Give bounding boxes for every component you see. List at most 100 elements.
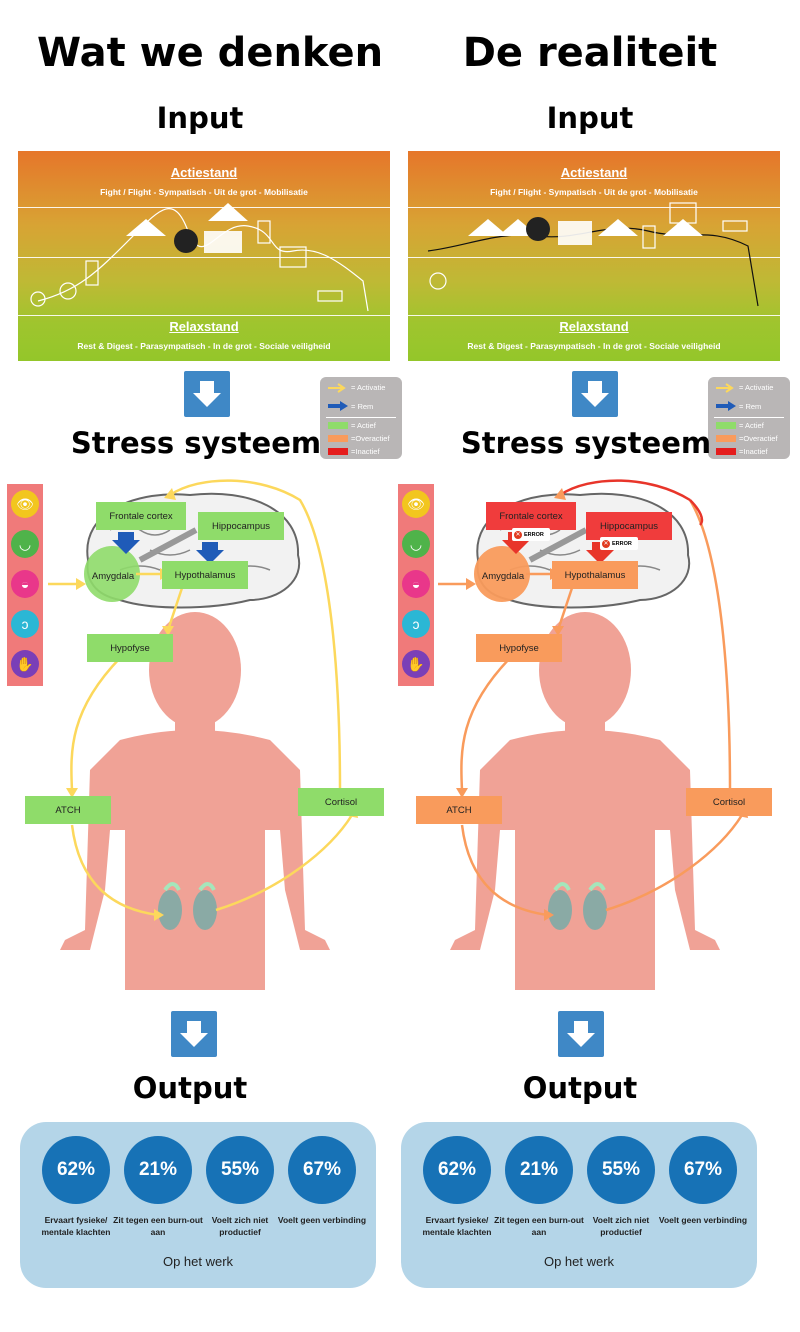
- input-box: Actiestand Fight / Flight - Sympatisch -…: [408, 151, 780, 361]
- divider-line: [408, 315, 780, 316]
- relaxstand-heading: Relaxstand: [169, 319, 239, 334]
- yellow-arrow-icon: [716, 382, 734, 393]
- node-cortisol: Cortisol: [686, 788, 772, 816]
- divider-line: [18, 257, 390, 258]
- hand-icon: ✋: [11, 650, 39, 678]
- stat-burnout: 21% Zit tegen een burn-out aan: [113, 1136, 203, 1238]
- legend-rem-label: = Rem: [739, 401, 762, 411]
- output-title: Output: [522, 1071, 638, 1105]
- legend: = Activatie = Rem = Actief =Overactief =…: [708, 377, 790, 459]
- output-box: 62% Ervaart fysieke/ mentale klachten 21%…: [20, 1122, 376, 1288]
- swatch: [328, 448, 348, 455]
- legend-inactief-label: =Inactief: [739, 447, 768, 456]
- stat-value: 62%: [423, 1136, 491, 1204]
- stat-klachten: 62% Ervaart fysieke/ mentale klachten: [42, 1136, 110, 1238]
- stat-verbinding: 67% Voelt geen verbinding: [659, 1136, 747, 1226]
- stat-productief: 55% Voelt zich niet productief: [587, 1136, 655, 1238]
- stat-label: Voelt geen verbinding: [277, 1215, 367, 1225]
- legend: = Activatie = Rem = Actief =Overactief =…: [320, 377, 402, 459]
- stat-value: 21%: [124, 1136, 192, 1204]
- body-silhouette: [450, 612, 720, 990]
- legend-rem: = Rem: [328, 401, 373, 411]
- stat-value: 21%: [505, 1136, 573, 1204]
- yellow-arrow-icon: [328, 382, 346, 393]
- relaxstand-subtitle: Rest & Digest - Parasympatisch - In de g…: [77, 341, 331, 351]
- stat-label: Zit tegen een burn-out aan: [494, 1215, 584, 1237]
- error-badge: ✕ERROR: [600, 537, 638, 550]
- stat-label: Zit tegen een burn-out aan: [113, 1215, 203, 1237]
- wave-illustration: [427, 202, 759, 307]
- legend-overactief-label: =Overactief: [739, 434, 778, 443]
- stat-label: Voelt zich niet productief: [211, 1215, 269, 1237]
- divider-line: [408, 257, 780, 258]
- input-box: Actiestand Fight / Flight - Sympatisch -…: [18, 151, 390, 361]
- column-wat-we-denken: Wat we denken Input Actiestand Fight / F…: [7, 30, 402, 1288]
- node-cortisol: Cortisol: [298, 788, 384, 816]
- node-amygdala: Amygdala: [481, 570, 525, 582]
- legend-actief: = Actief: [716, 421, 764, 430]
- stat-value: 67%: [288, 1136, 356, 1204]
- down-arrow-button: [171, 1011, 217, 1057]
- legend-activatie-label: = Activatie: [351, 383, 386, 392]
- blue-arrow-icon: [716, 401, 736, 411]
- output-footer: Op het werk: [162, 1254, 234, 1269]
- node-hypofyse: Hypofyse: [87, 634, 173, 662]
- kidneys: [158, 882, 217, 930]
- error-icon: ✕: [514, 530, 522, 539]
- stress-diagram: [48, 479, 358, 990]
- node-atch: ATCH: [25, 796, 111, 824]
- stat-verbinding: 67% Voelt geen verbinding: [278, 1136, 366, 1226]
- stat-burnout: 21% Zit tegen een burn-out aan: [494, 1136, 584, 1238]
- stress-title: Stress systeem: [460, 426, 712, 460]
- legend-activatie: = Activatie: [328, 382, 386, 393]
- output-title: Output: [132, 1071, 248, 1105]
- down-arrow-button: [184, 371, 230, 417]
- column-de-realiteit: De realiteit Input Actiestand Fight / Fl…: [390, 0, 790, 1332]
- legend-divider: [714, 417, 784, 418]
- actiestand-subtitle: Fight / Flight - Sympatisch - Uit de gro…: [100, 187, 308, 197]
- legend-overactief-label: =Overactief: [351, 434, 390, 443]
- blue-arrow-icon: [328, 401, 348, 411]
- stress-title: Stress systeem: [70, 426, 322, 460]
- node-hypothalamus: Hypothalamus: [552, 561, 638, 589]
- stat-value: 55%: [206, 1136, 274, 1204]
- column-title: Wat we denken: [36, 30, 384, 76]
- arrow-down-icon: [193, 381, 221, 407]
- error-label: ERROR: [524, 531, 544, 538]
- divider-line: [18, 207, 390, 208]
- stat-label: Voelt zich niet productief: [592, 1215, 650, 1237]
- legend-actief: = Actief: [328, 421, 376, 430]
- stat-label: Voelt geen verbinding: [658, 1215, 748, 1225]
- stat-value: 55%: [587, 1136, 655, 1204]
- legend-inactief: =Inactief: [716, 447, 768, 456]
- node-amygdala: Amygdala: [91, 570, 135, 582]
- actiestand-heading: Actiestand: [560, 165, 628, 180]
- hand-icon: ✋: [402, 650, 430, 678]
- ear-icon: ɔ: [11, 610, 39, 638]
- swatch: [328, 435, 348, 442]
- node-frontale-cortex: Frontale cortex: [486, 502, 576, 530]
- mouth-icon: ◒: [11, 570, 39, 598]
- arrow-down-icon: [567, 1021, 595, 1047]
- eye-icon: 👁: [11, 490, 39, 518]
- legend-actief-label: = Actief: [351, 421, 376, 430]
- relaxstand-heading: Relaxstand: [559, 319, 629, 334]
- arrow-down-icon: [180, 1021, 208, 1047]
- stat-value: 62%: [42, 1136, 110, 1204]
- divider-line: [408, 207, 780, 208]
- senses-bar: 👁 ◡ ◒ ɔ ✋: [398, 484, 434, 686]
- stat-label: Ervaart fysieke/ mentale klachten: [41, 1215, 111, 1237]
- error-label: ERROR: [612, 540, 632, 547]
- senses-bar: 👁 ◡ ◒ ɔ ✋: [7, 484, 43, 686]
- nose-icon: ◡: [402, 530, 430, 558]
- stat-klachten: 62%Ervaart fysieke/ mentale klachten: [423, 1136, 491, 1238]
- legend-inactief: =Inactief: [328, 447, 380, 456]
- stat-value: 67%: [669, 1136, 737, 1204]
- stress-diagram: [438, 479, 748, 990]
- legend-rem: = Rem: [716, 401, 761, 411]
- input-title: Input: [546, 101, 634, 135]
- amygdala-circle: [474, 546, 530, 602]
- arrow-down-icon: [581, 381, 609, 407]
- legend-overactief: =Overactief: [328, 434, 390, 443]
